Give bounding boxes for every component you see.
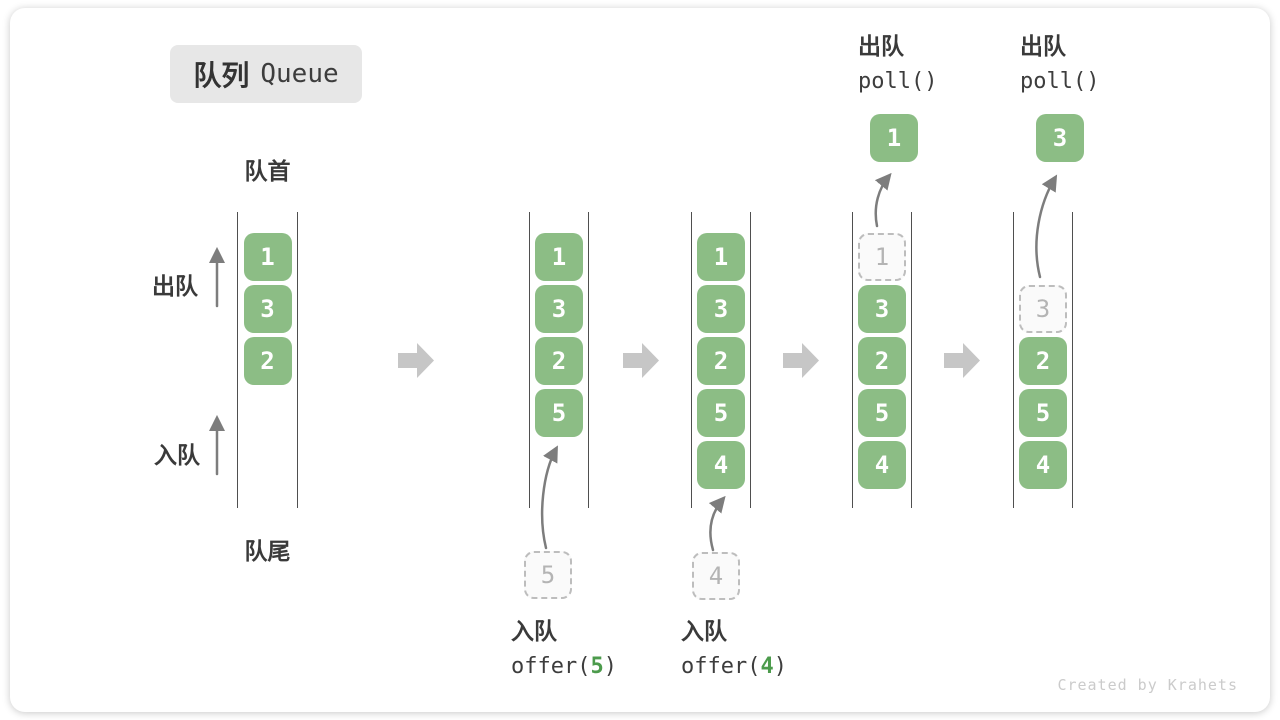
- label-queue-rear: 队尾: [244, 538, 291, 564]
- incoming-item-4: 4: [692, 552, 740, 600]
- op-enqueue-5-code: offer(5): [511, 654, 617, 679]
- transition-arrow-icon: [944, 343, 980, 378]
- incoming-item-5: 5: [524, 551, 572, 599]
- queue-item: 2: [858, 337, 906, 385]
- queue-item: 3: [535, 285, 583, 333]
- queue-item: 4: [1019, 441, 1067, 489]
- watermark: Created by Krahets: [1057, 676, 1238, 694]
- queue-item-removed: 1: [858, 233, 906, 281]
- label-enqueue-side: 入队: [154, 442, 200, 468]
- queue-item: 2: [1019, 337, 1067, 385]
- op-enqueue-5-label: 入队: [511, 618, 557, 644]
- label-dequeue-side: 出队: [152, 273, 198, 299]
- queue-state-3-column: 1 3 2 5 4: [691, 212, 751, 508]
- queue-item: 3: [243, 285, 292, 333]
- queue-item: 2: [243, 337, 292, 385]
- op-enqueue-4-code: offer(4): [681, 654, 787, 679]
- op-poll-3-code: poll(): [1020, 69, 1100, 94]
- op-enqueue-4-label: 入队: [681, 618, 727, 644]
- title-en: Queue: [260, 59, 339, 89]
- op-poll-1-code: poll(): [858, 69, 938, 94]
- outgoing-item-3: 3: [1036, 114, 1084, 162]
- figure-title: 队列 Queue: [170, 45, 362, 103]
- queue-state-5-column: 3 2 5 4: [1013, 212, 1073, 508]
- op-poll-3-label: 出队: [1020, 33, 1066, 59]
- queue-item: 1: [697, 233, 745, 281]
- op-poll-1: 出队 poll(): [858, 28, 937, 100]
- queue-item: 3: [858, 285, 906, 333]
- queue-state-1-column: 1 3 2: [237, 212, 298, 508]
- queue-item: 5: [858, 389, 906, 437]
- queue-item: 1: [535, 233, 583, 281]
- queue-state-4-column: 1 3 2 5 4: [852, 212, 912, 508]
- op-poll-1-label: 出队: [858, 33, 904, 59]
- queue-item: 5: [535, 389, 583, 437]
- queue-item: 5: [1019, 389, 1067, 437]
- transition-arrow-icon: [623, 343, 659, 378]
- queue-item: 4: [858, 441, 906, 489]
- label-queue-front: 队首: [244, 158, 291, 184]
- transition-arrow-icon: [398, 343, 434, 378]
- title-zh: 队列: [193, 60, 250, 91]
- op-poll-3: 出队 poll(): [1020, 28, 1099, 100]
- op-enqueue-4: 入队 offer(4): [681, 613, 787, 685]
- queue-item-removed: 3: [1019, 285, 1067, 333]
- queue-item: 3: [697, 285, 745, 333]
- queue-state-2-column: 1 3 2 5: [529, 212, 589, 508]
- queue-item: 2: [535, 337, 583, 385]
- op-enqueue-5: 入队 offer(5): [511, 613, 617, 685]
- queue-item: 5: [697, 389, 745, 437]
- transition-arrow-icon: [783, 343, 819, 378]
- queue-item: 1: [243, 233, 292, 281]
- queue-item: 4: [697, 441, 745, 489]
- queue-item: 2: [697, 337, 745, 385]
- outgoing-item-1: 1: [870, 114, 918, 162]
